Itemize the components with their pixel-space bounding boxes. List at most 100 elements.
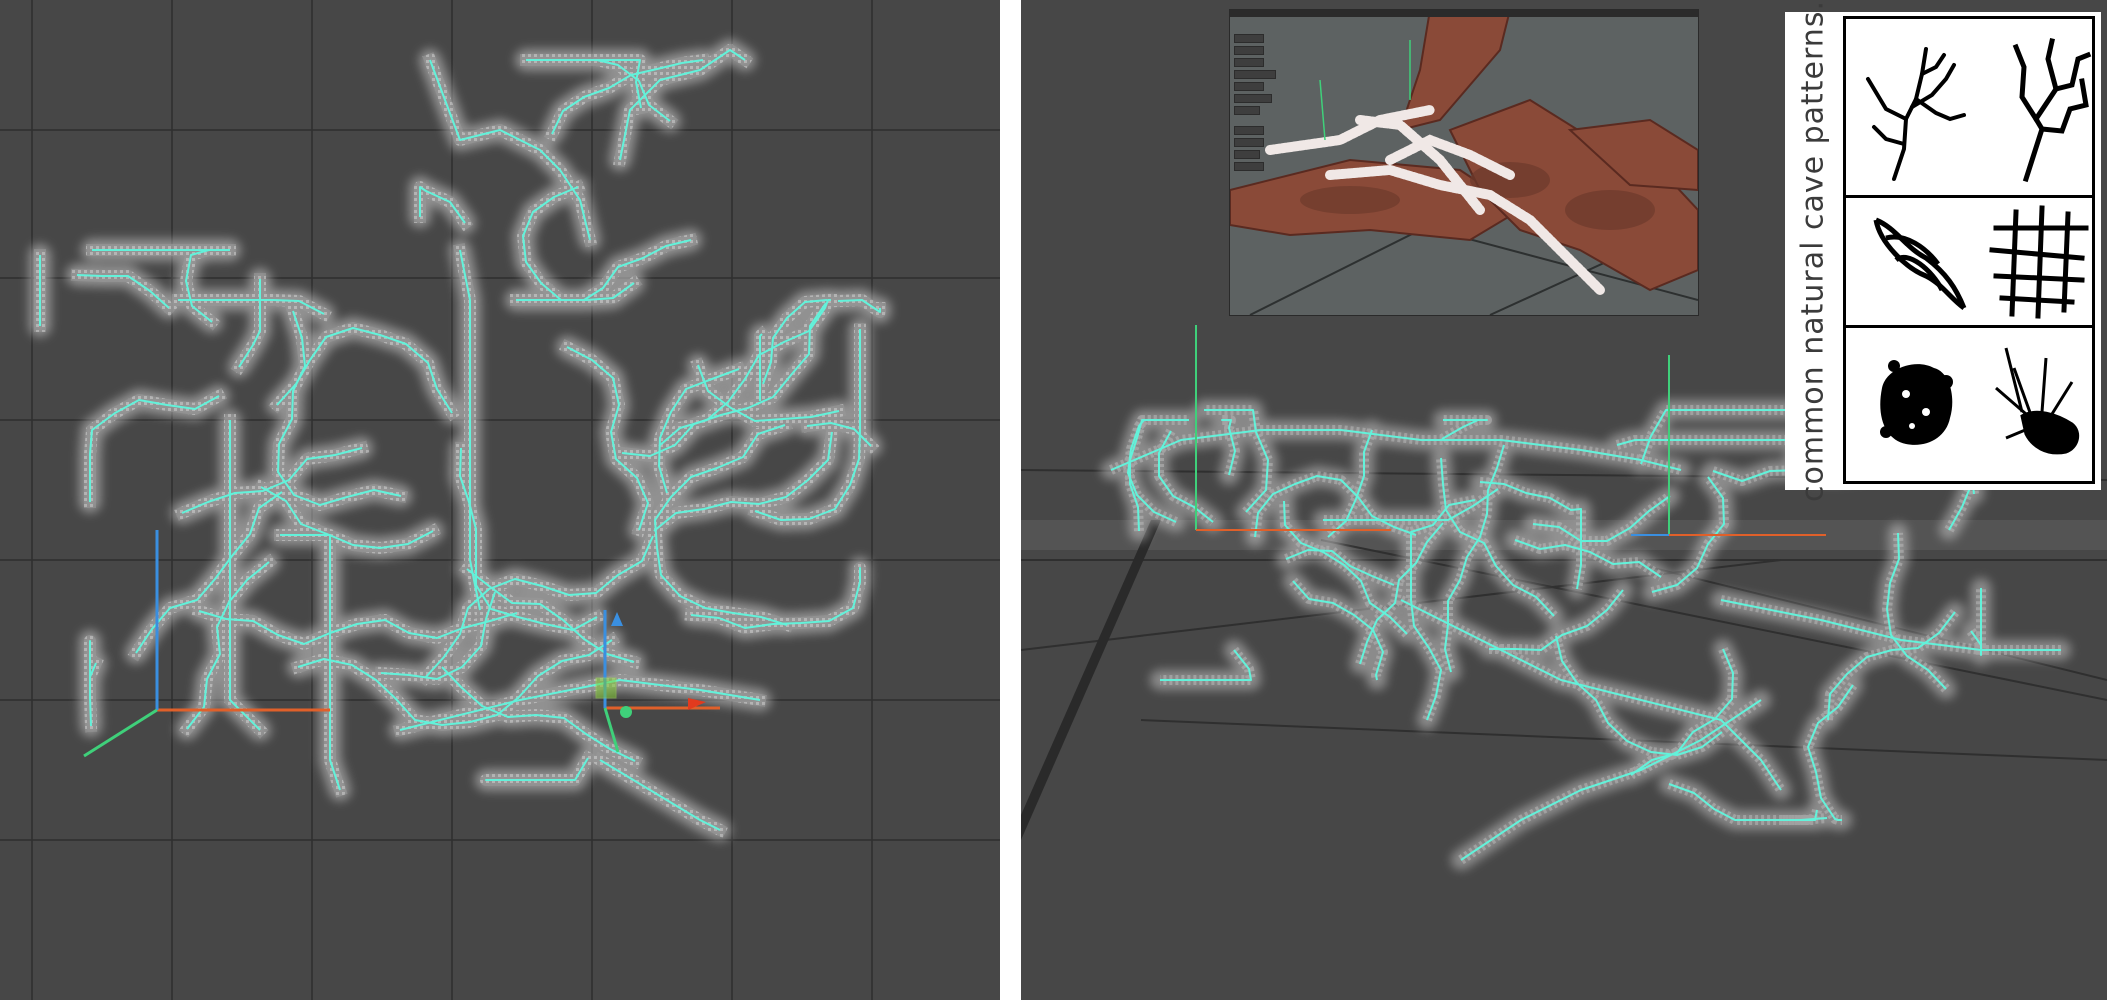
inset-button-7[interactable] <box>1234 106 1260 115</box>
cave-tunnel-path <box>619 49 746 161</box>
patterns-caption: common natural cave patterns. <box>1785 0 1841 502</box>
axis-y-line <box>83 708 158 758</box>
rock-formation <box>1230 10 1698 292</box>
cave-tunnel-path <box>1127 419 1189 523</box>
cave-patterns-panel: common natural cave patterns. <box>1785 0 2101 502</box>
inset-3d-scene <box>1230 10 1698 315</box>
cave-tunnel-path <box>1110 429 1682 471</box>
cave-tunnel-path <box>1827 611 1956 721</box>
cave-tunnel-path <box>658 368 740 494</box>
cave-tunnel-path <box>238 279 261 368</box>
cave-tunnel-path <box>599 759 721 831</box>
cave-tunnel-path <box>459 249 481 611</box>
cave-tunnel-path <box>76 274 170 309</box>
cave-tunnel-path <box>1254 475 1417 538</box>
inset-app-window <box>1229 9 1699 316</box>
cave-tunnel-path <box>1555 635 1723 756</box>
cave-tunnel-path <box>89 395 220 502</box>
cave-tube-mesh <box>1265 105 1605 295</box>
cave-tunnel-path <box>198 610 518 645</box>
inset-titlebar <box>1230 10 1698 17</box>
cave-tunnel-path <box>181 447 363 514</box>
gizmo-y-knob-icon[interactable] <box>620 706 632 718</box>
cave-tunnel-path <box>1489 589 1624 651</box>
cave-tunnel-path <box>621 302 827 457</box>
cave-tunnel-path <box>1327 429 1373 538</box>
cave-tunnel-path <box>759 333 763 401</box>
ground-grid-line <box>1320 539 2107 701</box>
cave-tunnel-path <box>566 346 649 531</box>
cave-tunnel-path <box>762 299 828 385</box>
cave-tunnel-path <box>1323 488 1499 521</box>
branchwork-pattern-icon <box>1866 38 2092 183</box>
anastomotic-network-icon <box>1873 205 2089 319</box>
cave-tunnel-path <box>1440 457 1555 617</box>
cave-tunnel-path <box>485 757 589 781</box>
cave-tunnel-path <box>1359 522 1444 665</box>
inset-button-10[interactable] <box>1234 150 1260 159</box>
cave-tunnel-path <box>1444 444 1505 673</box>
cave-tunnel-path <box>1460 699 1762 861</box>
cave-tunnel-path <box>551 59 704 135</box>
gizmo-plane-handle[interactable] <box>595 677 617 699</box>
ground-grid-edge <box>1021 520 1161 840</box>
cave-tunnel-path <box>1532 495 1671 542</box>
pattern-row-branchwork <box>1846 19 2092 198</box>
inset-button-1[interactable] <box>1234 34 1264 43</box>
cave-tunnel-path <box>1285 549 1395 586</box>
inset-button-6[interactable] <box>1234 94 1272 103</box>
cave-tunnel-path <box>89 640 97 727</box>
cave-tunnel-path <box>1400 599 1782 791</box>
cave-tunnel-path <box>277 310 402 506</box>
gizmo-y-handle[interactable] <box>603 707 620 753</box>
cave-tunnel-path <box>186 561 270 730</box>
cave-tunnel-path <box>1779 809 1818 821</box>
pattern-row-spongework <box>1846 328 2092 481</box>
cave-tunnel-path <box>1479 481 1582 590</box>
cave-tunnel-path <box>1630 648 1734 776</box>
cave-tunnel-path <box>424 535 654 679</box>
inset-button-3[interactable] <box>1234 58 1264 67</box>
cave-tunnel-path <box>1886 532 1947 690</box>
cave-tunnel-path <box>229 420 261 731</box>
inset-button-8[interactable] <box>1234 126 1264 135</box>
cave-tunnel-path <box>754 329 861 521</box>
world-axes-gizmo <box>83 530 330 758</box>
cave-skeleton-lines <box>39 49 881 831</box>
cave-tunnel-path <box>1514 539 1662 578</box>
cave-tunnel-path <box>1651 476 1725 593</box>
cave-tunnel-path <box>837 299 881 313</box>
inset-button-2[interactable] <box>1234 46 1264 55</box>
cave-tunnel-path <box>297 639 613 726</box>
gizmo-x-arrow-icon[interactable] <box>688 698 706 710</box>
inset-button-9[interactable] <box>1234 138 1264 147</box>
cave-tunnel-path <box>1441 419 1488 440</box>
gizmo-z-arrow-icon[interactable] <box>611 612 623 626</box>
patterns-grid <box>1843 16 2095 484</box>
transform-gizmo[interactable] <box>595 610 720 753</box>
left-viewport[interactable] <box>0 0 1000 1000</box>
cave-tunnel-path <box>1410 499 1476 721</box>
cave-tunnel-path <box>653 431 833 532</box>
cave-tunnel-path <box>526 59 671 122</box>
cave-tunnel-path <box>280 534 341 791</box>
cave-tunnel-path <box>1221 419 1236 476</box>
cave-tunnel-path <box>441 666 636 762</box>
cave-tunnel-path <box>522 186 635 301</box>
inset-button-4[interactable] <box>1234 70 1276 79</box>
world-axes-gizmo <box>1195 325 1826 536</box>
cave-tunnel-path <box>1720 599 2061 651</box>
viewport-canvas-left[interactable] <box>0 0 1000 1000</box>
inset-button-11[interactable] <box>1234 162 1264 171</box>
cave-tunnel-path <box>419 186 466 224</box>
cave-tunnel-path <box>516 239 692 301</box>
right-viewport[interactable]: common natural cave patterns. <box>1021 0 2107 1000</box>
cave-tunnel-path <box>697 364 840 422</box>
cave-tunnel-path <box>380 591 496 680</box>
pattern-row-anastomotic <box>1846 198 2092 328</box>
cave-tunnel-path <box>654 424 788 626</box>
cave-tunnel-path <box>690 567 861 629</box>
cave-tunnel-path <box>1204 409 1269 513</box>
cave-tunnel-path <box>1292 580 1384 681</box>
inset-button-5[interactable] <box>1234 82 1264 91</box>
